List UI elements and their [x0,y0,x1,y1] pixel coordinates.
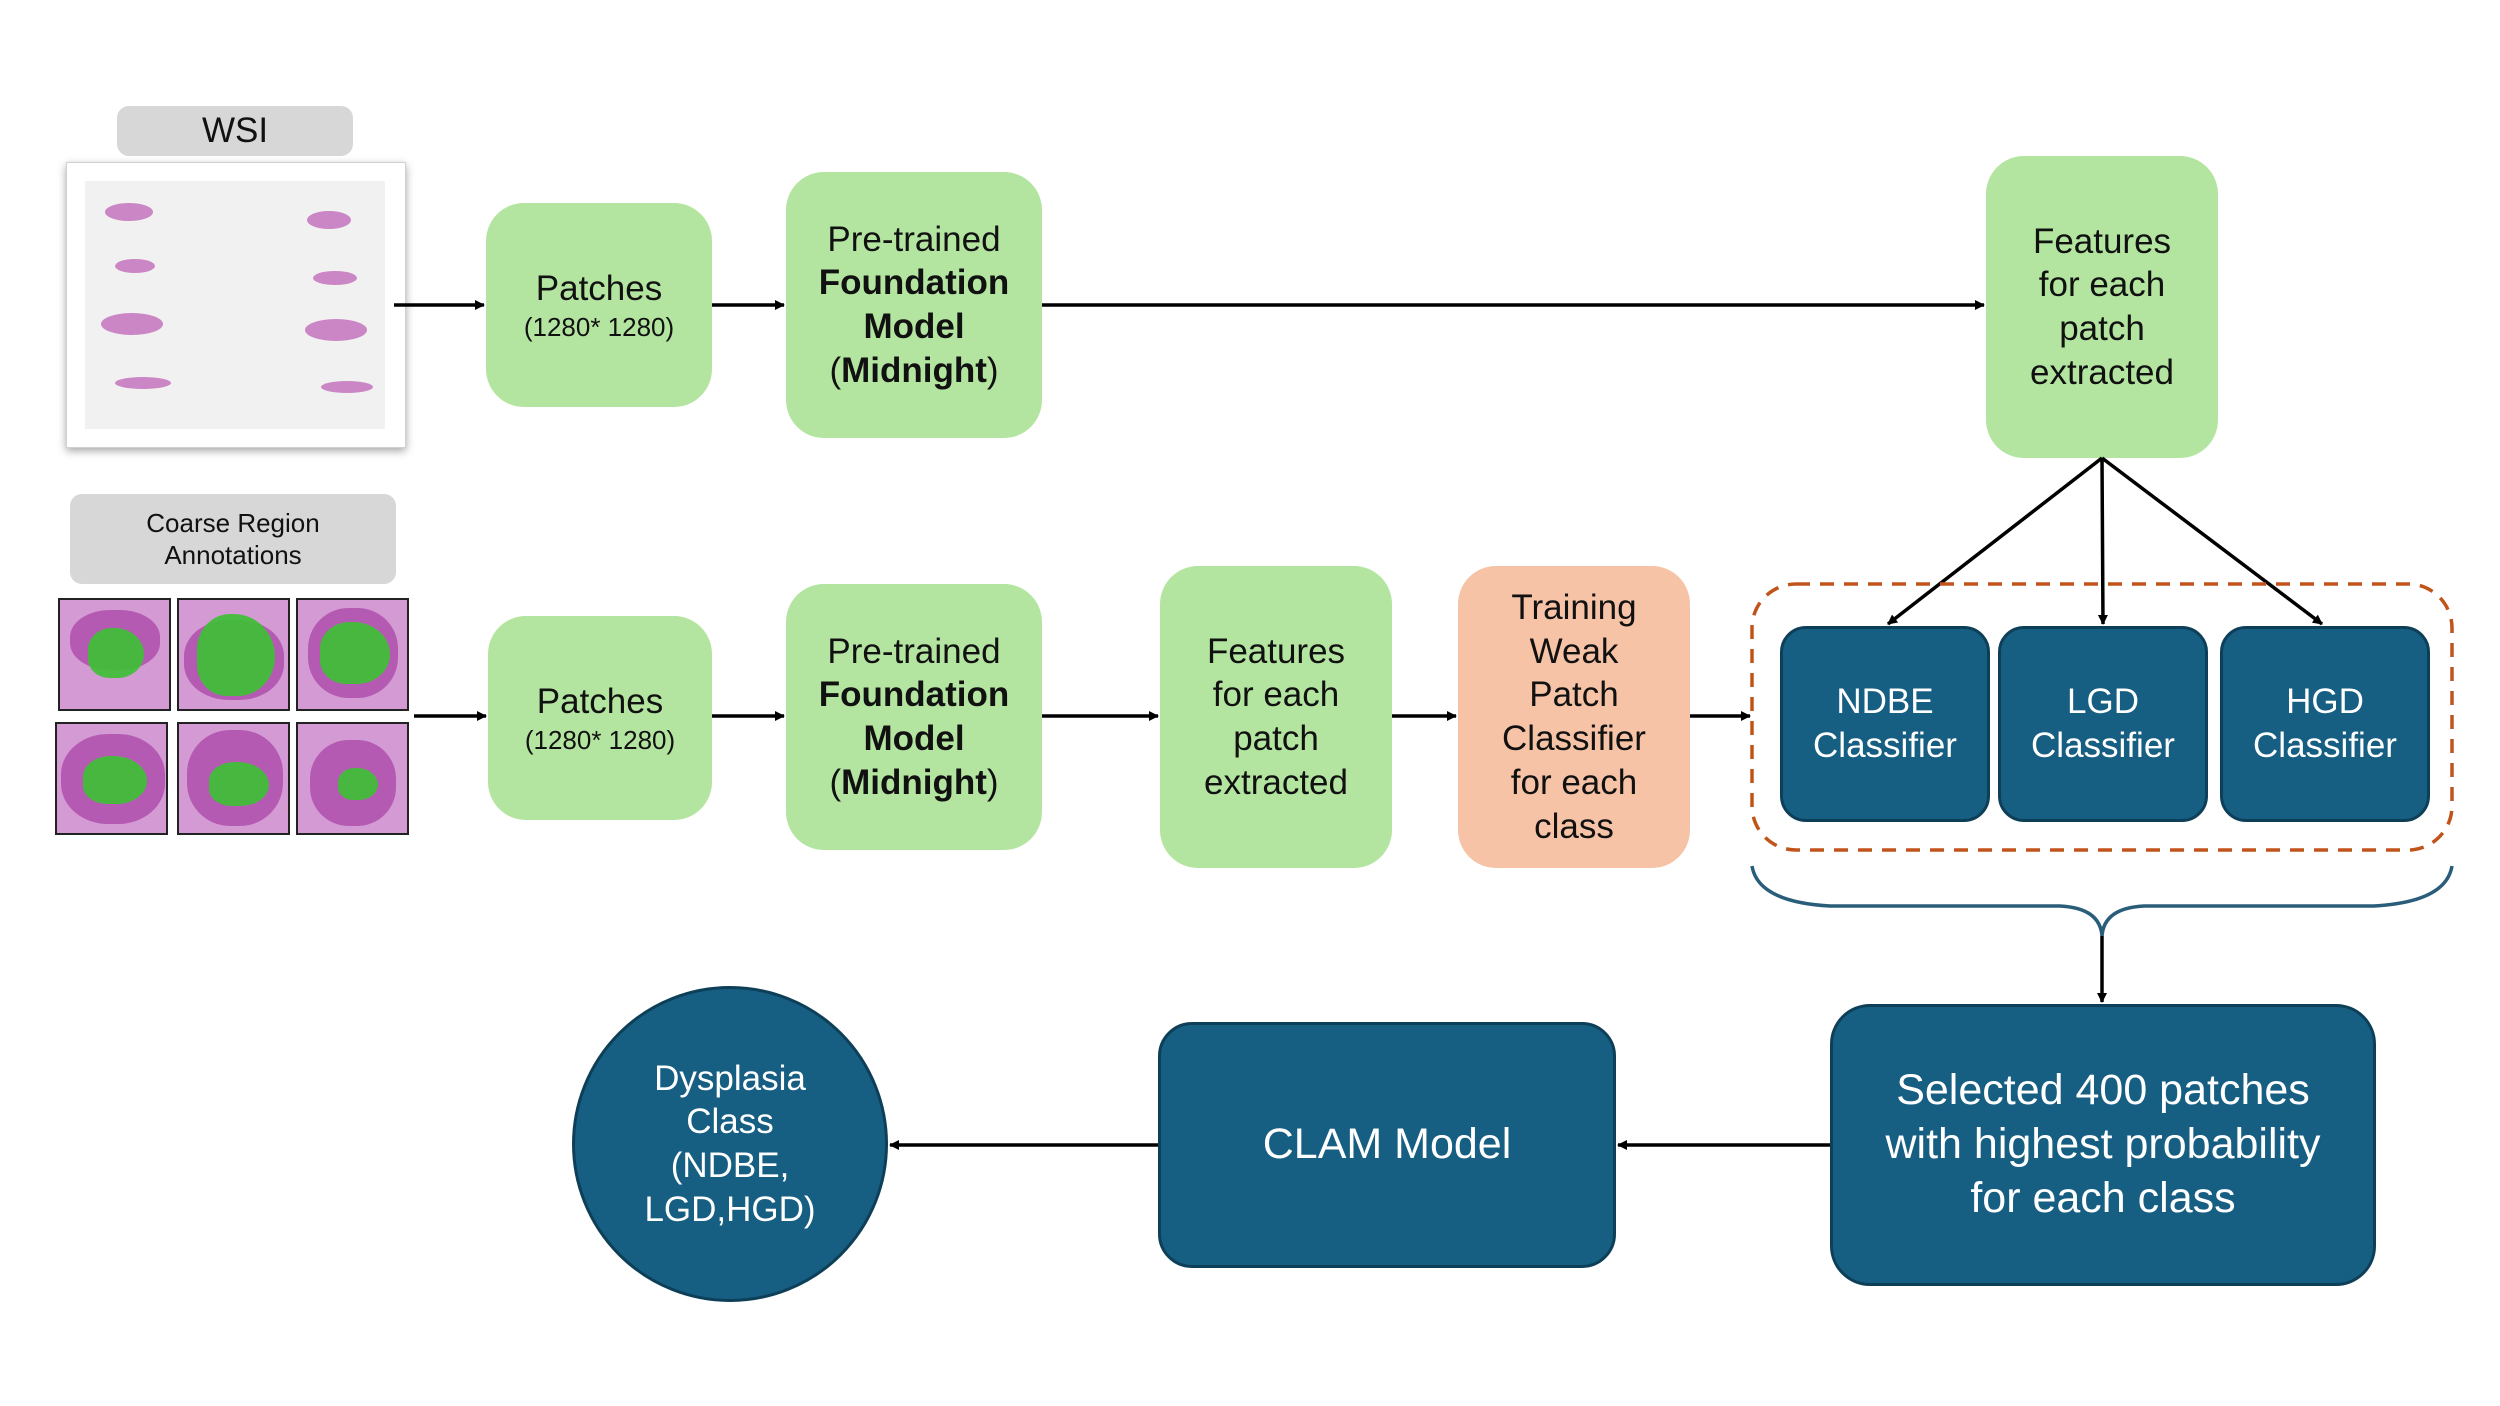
top-foundation-line3: Model [863,307,965,346]
hgd-classifier-box: HGD Classifier [2220,626,2430,822]
bottom-foundation-model-box: Pre-trained Foundation Model (Midnight) [786,584,1042,850]
top-features-line4: extracted [2030,352,2174,392]
top-foundation-model-box: Pre-trained Foundation Model (Midnight) [786,172,1042,438]
bottom-patches-box: Patches (1280* 1280) [488,616,712,820]
training-classifier-box: Training Weak Patch Classifier for each … [1458,566,1690,868]
bottom-foundation-line3: Model [863,719,965,758]
bottom-features-line3: patch [1233,719,1319,758]
annotations-label: Coarse Region Annotations [70,494,396,584]
annotations-label-line2: Annotations [164,540,302,570]
training-line2: Weak [1529,631,1619,671]
annotation-tile [58,598,171,711]
selected-line3: for each class [1970,1173,2236,1222]
top-patches-title: Patches [535,268,663,308]
hgd-classifier-line2: Classifier [2253,726,2397,765]
top-features-line3: patch [2059,309,2145,348]
training-line1: Training [1511,587,1637,627]
lgd-classifier-line1: LGD [2067,682,2139,722]
clam-model-label: CLAM Model [1262,1120,1512,1169]
arrow-features-to-hgd [2100,456,2324,626]
training-line4: Classifier [1502,719,1646,758]
top-patches-subtitle: (1280* 1280) [523,311,675,342]
output-line4: LGD,HGD) [644,1189,816,1229]
wsi-thumbnail [66,162,406,448]
top-foundation-line4: (Midnight) [829,349,998,393]
wsi-slide-image [85,181,385,429]
wsi-label: WSI [117,106,353,156]
annotation-tile [177,598,290,711]
wsi-label-text: WSI [201,111,269,150]
bottom-foundation-line4: (Midnight) [829,761,998,805]
top-patches-box: Patches (1280* 1280) [486,203,712,407]
lgd-classifier-box: LGD Classifier [1998,626,2208,822]
bottom-features-box: Features for each patch extracted [1160,566,1392,868]
output-line3: (NDBE, [670,1146,790,1185]
training-line5: for each [1510,762,1638,802]
bottom-foundation-line2: Foundation [818,675,1010,715]
training-line6: class [1534,806,1614,846]
annotation-tile [55,722,168,835]
paren-open: ( [829,350,842,390]
bottom-features-line1: Features [1206,631,1346,671]
bottom-foundation-line1: Pre-trained [827,631,1001,671]
arrow-features-to-lgd [2097,457,2108,625]
classifier-brace [1750,865,2454,937]
hgd-classifier-line1: HGD [2286,682,2364,722]
midnight-label: Midnight [841,762,987,802]
output-line1: Dysplasia [654,1058,806,1098]
training-line3: Patch [1529,675,1619,715]
lgd-classifier-line2: Classifier [2031,726,2175,765]
annotation-tile [296,598,409,711]
ndbe-classifier-line2: Classifier [1813,726,1957,765]
selected-patches-box: Selected 400 patches with highest probab… [1830,1004,2376,1286]
paren-close: ) [986,350,999,390]
selected-line2: with highest probability [1885,1120,2321,1169]
output-line2: Class [686,1102,774,1142]
bottom-patches-subtitle: (1280* 1280) [524,724,676,755]
bottom-features-line2: for each [1212,675,1340,715]
annotation-tile [177,722,290,835]
ndbe-classifier-line1: NDBE [1836,682,1934,722]
paren-close: ) [986,762,999,802]
dysplasia-class-output: Dysplasia Class (NDBE, LGD,HGD) [572,986,888,1302]
top-features-line1: Features [2032,221,2172,261]
annotation-tile [296,722,409,835]
paren-open: ( [829,762,842,802]
ndbe-classifier-box: NDBE Classifier [1780,626,1990,822]
bottom-patches-title: Patches [536,681,664,721]
top-features-box: Features for each patch extracted [1986,156,2218,458]
clam-model-box: CLAM Model [1158,1022,1616,1268]
bottom-features-line4: extracted [1204,762,1348,802]
selected-line1: Selected 400 patches [1896,1066,2310,1115]
midnight-label: Midnight [841,350,987,390]
top-features-line2: for each [2038,265,2166,305]
top-foundation-line1: Pre-trained [827,219,1001,259]
top-foundation-line2: Foundation [818,263,1010,303]
arrow-features-to-ndbe [1886,456,2104,626]
annotations-label-line1: Coarse Region [146,507,320,538]
